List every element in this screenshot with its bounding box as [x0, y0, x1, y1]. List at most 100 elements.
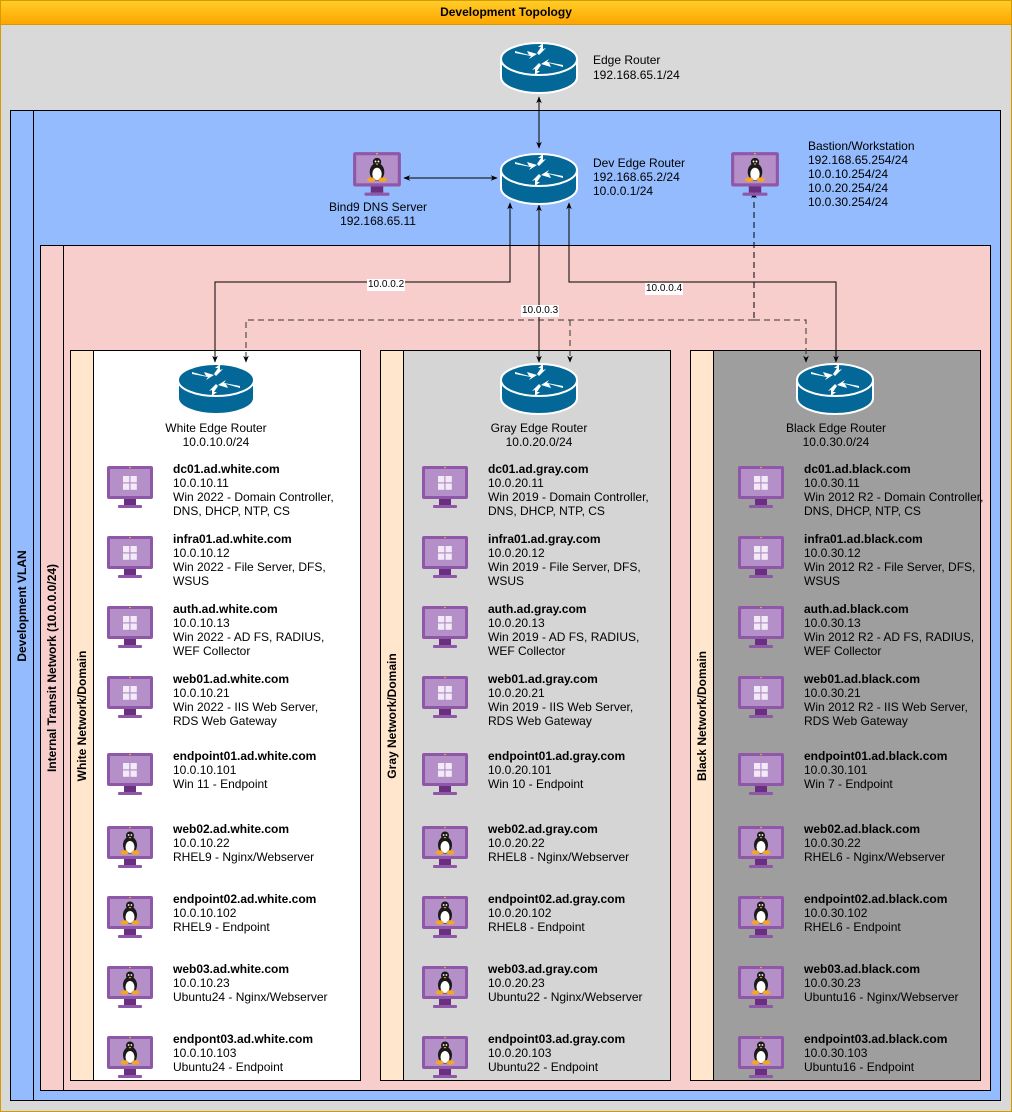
white-edge-router-label: White Edge Router 10.0.10.0/24	[136, 421, 296, 449]
windows-monitor-icon[interactable]	[105, 751, 155, 799]
host-name: web02.ad.black.com	[804, 822, 921, 836]
linux-monitor-icon[interactable]	[105, 894, 155, 942]
host-ip: 10.0.30.103	[804, 1046, 868, 1060]
host-description: Win 2019 - IIS Web Server,	[488, 700, 634, 714]
linux-monitor-icon[interactable]	[736, 964, 786, 1012]
windows-monitor-icon[interactable]	[420, 464, 470, 512]
windows-monitor-icon[interactable]	[105, 674, 155, 722]
windows-monitor-icon[interactable]	[105, 464, 155, 512]
white-edge-router-icon[interactable]	[176, 358, 256, 418]
windows-monitor-icon[interactable]	[736, 674, 786, 722]
windows-monitor-icon[interactable]	[420, 674, 470, 722]
black-edge-router-icon[interactable]	[795, 358, 875, 418]
dev-edge-router-icon[interactable]	[499, 148, 579, 208]
linux-monitor-icon[interactable]	[420, 894, 470, 942]
bastion-ip: 192.168.65.254/24	[808, 153, 909, 167]
windows-monitor-icon[interactable]	[420, 751, 470, 799]
gray-domain-label: Gray Network/Domain	[385, 652, 399, 779]
windows-monitor-icon[interactable]	[736, 751, 786, 799]
host-description: Win 11 - Endpoint	[173, 777, 268, 791]
host-ip: 10.0.30.23	[804, 976, 861, 990]
host-name: web02.ad.white.com	[173, 822, 290, 836]
bastion-ip: 10.0.20.254/24	[808, 181, 889, 195]
development-vlan-label: Development VLAN	[15, 549, 29, 662]
windows-monitor-icon[interactable]	[736, 464, 786, 512]
gray-edge-router-icon[interactable]	[499, 358, 579, 418]
host-description-cont: WSUS	[173, 574, 209, 588]
linux-monitor-icon[interactable]	[420, 964, 470, 1012]
host-ip: 10.0.20.101	[488, 763, 552, 777]
dev-edge-router-label: Dev Edge Router 192.168.65.2/24 10.0.0.1…	[593, 156, 685, 198]
link-label-black: 10.0.0.4	[645, 283, 684, 295]
linux-monitor-icon[interactable]	[105, 964, 155, 1012]
link-label-gray: 10.0.0.3	[521, 305, 560, 317]
transit-network-label-strip: Internal Transit Network (10.0.0.0/24)	[41, 246, 64, 1090]
windows-monitor-icon[interactable]	[736, 604, 786, 652]
gray-edge-router-subnet: 10.0.20.0/24	[505, 435, 573, 449]
dns-server-name: Bind9 DNS Server	[328, 200, 428, 214]
bastion-linux-monitor-icon[interactable]	[729, 150, 781, 200]
host-description: Win 2022 - IIS Web Server,	[173, 700, 319, 714]
edge-router-icon[interactable]	[499, 37, 579, 97]
linux-monitor-icon[interactable]	[420, 824, 470, 872]
host-name: infra01.ad.black.com	[804, 532, 923, 546]
linux-monitor-icon[interactable]	[736, 1034, 786, 1082]
black-edge-router-name: Black Edge Router	[785, 421, 887, 435]
host-name: endpoint01.ad.gray.com	[488, 749, 626, 763]
linux-monitor-icon[interactable]	[105, 1034, 155, 1082]
white-domain-container[interactable]: White Network/Domain	[70, 350, 361, 1081]
host-ip: 10.0.10.22	[173, 836, 230, 850]
windows-monitor-icon[interactable]	[105, 604, 155, 652]
host-ip: 10.0.20.103	[488, 1046, 552, 1060]
linux-monitor-icon[interactable]	[736, 894, 786, 942]
black-domain-label: Black Network/Domain	[695, 650, 709, 781]
windows-monitor-icon[interactable]	[420, 604, 470, 652]
windows-monitor-icon[interactable]	[420, 534, 470, 582]
host-name: infra01.ad.white.com	[173, 532, 292, 546]
host-name: endpoint02.ad.gray.com	[488, 892, 626, 906]
linux-monitor-icon[interactable]	[420, 1034, 470, 1082]
windows-monitor-icon[interactable]	[736, 534, 786, 582]
host-name: web01.ad.gray.com	[488, 672, 598, 686]
host-description-cont: RDS Web Gateway	[804, 714, 908, 728]
host-name: auth.ad.white.com	[173, 602, 278, 616]
dns-server-linux-monitor-icon[interactable]	[351, 150, 403, 200]
linux-monitor-icon[interactable]	[736, 824, 786, 872]
linux-monitor-icon[interactable]	[105, 824, 155, 872]
windows-monitor-icon[interactable]	[105, 534, 155, 582]
host-ip: 10.0.10.101	[173, 763, 237, 777]
